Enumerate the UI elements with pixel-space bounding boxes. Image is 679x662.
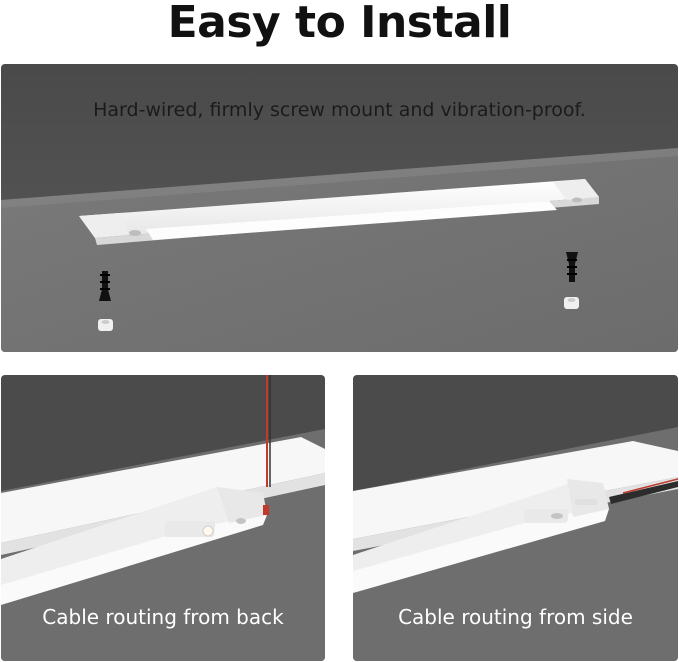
motion-sensor-icon (551, 513, 563, 519)
cable-icon (609, 478, 678, 504)
back-routing-caption: Cable routing from back (42, 605, 284, 629)
light-bar-icon (353, 479, 609, 593)
motion-sensor-icon (129, 230, 141, 236)
mount-panel: Hard-wired, firmly screw mount and vibra… (1, 64, 678, 352)
back-routing-panel: Cable routing from back (1, 375, 325, 661)
screw-icon (566, 252, 578, 282)
side-routing-caption: Cable routing from side (398, 605, 633, 629)
back-routing-scene (1, 375, 325, 661)
mount-caption: Hard-wired, firmly screw mount and vibra… (93, 99, 586, 121)
light-bar-icon (1, 487, 267, 605)
anchor-icon (98, 319, 113, 331)
cable-icon (263, 375, 271, 515)
motion-sensor-icon (202, 525, 214, 537)
side-routing-scene (353, 375, 678, 661)
mount-scene (1, 64, 678, 352)
light-bar-icon (79, 179, 599, 245)
page-title: Easy to Install (167, 0, 512, 48)
screw-icon (99, 271, 111, 301)
anchor-icon (564, 297, 579, 309)
side-routing-panel: Cable routing from side (353, 375, 678, 661)
